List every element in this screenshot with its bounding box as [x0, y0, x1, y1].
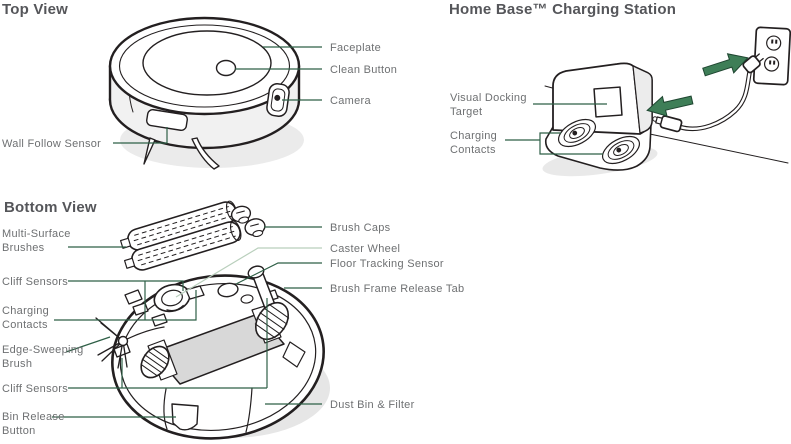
robot-bottom-view-drawing	[95, 200, 330, 440]
green-arrow-plug-icon	[702, 53, 749, 77]
camera-label: Camera	[330, 95, 371, 107]
faceplate-label: Faceplate	[330, 42, 382, 54]
robot-top-view-drawing	[108, 16, 304, 170]
wall-follow-sensor-leader-line	[113, 127, 168, 144]
home-base-title: Home Base™ Charging Station	[449, 1, 677, 18]
floor-tracking-sensor-leader-line	[235, 262, 322, 285]
wall-follow-sensor-label: Wall Follow Sensor	[2, 138, 102, 150]
dock-charging-contacts-label: Charging Contacts	[450, 130, 498, 156]
brush-cap-right	[244, 218, 266, 238]
cord-connector	[655, 115, 683, 133]
top-view-leader-lines	[113, 46, 322, 144]
cliff-sensors-front-leader-line	[68, 280, 184, 320]
wall-outlet	[752, 26, 791, 86]
cliff-sensors-front-label: Cliff Sensors	[2, 276, 69, 288]
brush-frame-release-tab-label: Brush Frame Release Tab	[330, 283, 465, 295]
brush-caps-label: Brush Caps	[330, 222, 391, 234]
visual-docking-target-label: Visual Docking Target	[450, 92, 527, 118]
bin-release-button-shape	[171, 403, 199, 431]
dust-bin-filter-label: Dust Bin & Filter	[330, 399, 415, 411]
edge-sweeping-brush-label: Edge-Sweeping Brush	[2, 344, 84, 370]
clean-button-label: Clean Button	[330, 64, 398, 76]
dock-charging-contact-right	[602, 135, 640, 165]
charging-contacts-label: Charging Contacts	[2, 305, 50, 331]
bin-release-button-label: Bin Release Button	[2, 411, 65, 437]
multi-surface-brushes-label: Multi-Surface Brushes	[2, 228, 71, 254]
camera-shape	[266, 83, 290, 117]
visual-docking-target-shape	[593, 86, 623, 118]
brush-cap-left	[230, 205, 252, 224]
home-base-leader-lines	[505, 103, 607, 155]
edge-sweeping-brush-leader-line	[65, 336, 111, 353]
bottom-view-title: Bottom View	[4, 199, 97, 216]
wall-follow-sensor-shape	[146, 108, 188, 132]
caster-wheel-label: Caster Wheel	[330, 243, 401, 255]
home-base-drawing	[542, 26, 791, 177]
charging-contacts-leader-line	[54, 290, 197, 321]
floor-tracking-sensor-shape	[217, 282, 239, 298]
left-wheel	[140, 345, 170, 379]
cliff-sensors-rear-leader-line	[68, 298, 268, 389]
multi-surface-brush-front	[123, 220, 242, 271]
cliff-sensor-front-right	[185, 285, 205, 300]
dock-charging-contacts-leader-line	[505, 132, 603, 155]
floor-line	[644, 132, 789, 164]
cliff-sensors-rear-label: Cliff Sensors	[2, 383, 69, 395]
front-bristles	[143, 137, 156, 165]
charging-contact-left	[132, 302, 149, 316]
faceplate-shape	[142, 30, 272, 96]
top-view-title: Top View	[2, 1, 69, 18]
cliff-sensor-front-left	[124, 289, 143, 305]
right-wheel	[254, 301, 290, 341]
caster-wheel-leader-line	[175, 247, 322, 298]
power-plug	[742, 53, 764, 74]
bottom-view-leader-lines	[52, 226, 322, 418]
edge-sweeping-brush-shape	[95, 317, 165, 369]
floor-tracking-sensor-label: Floor Tracking Sensor	[330, 258, 444, 270]
green-arrow-dock-icon	[646, 95, 694, 117]
clean-button-shape	[215, 59, 237, 77]
dock-charging-contact-left	[558, 118, 596, 148]
dust-bin-seams	[163, 387, 253, 433]
